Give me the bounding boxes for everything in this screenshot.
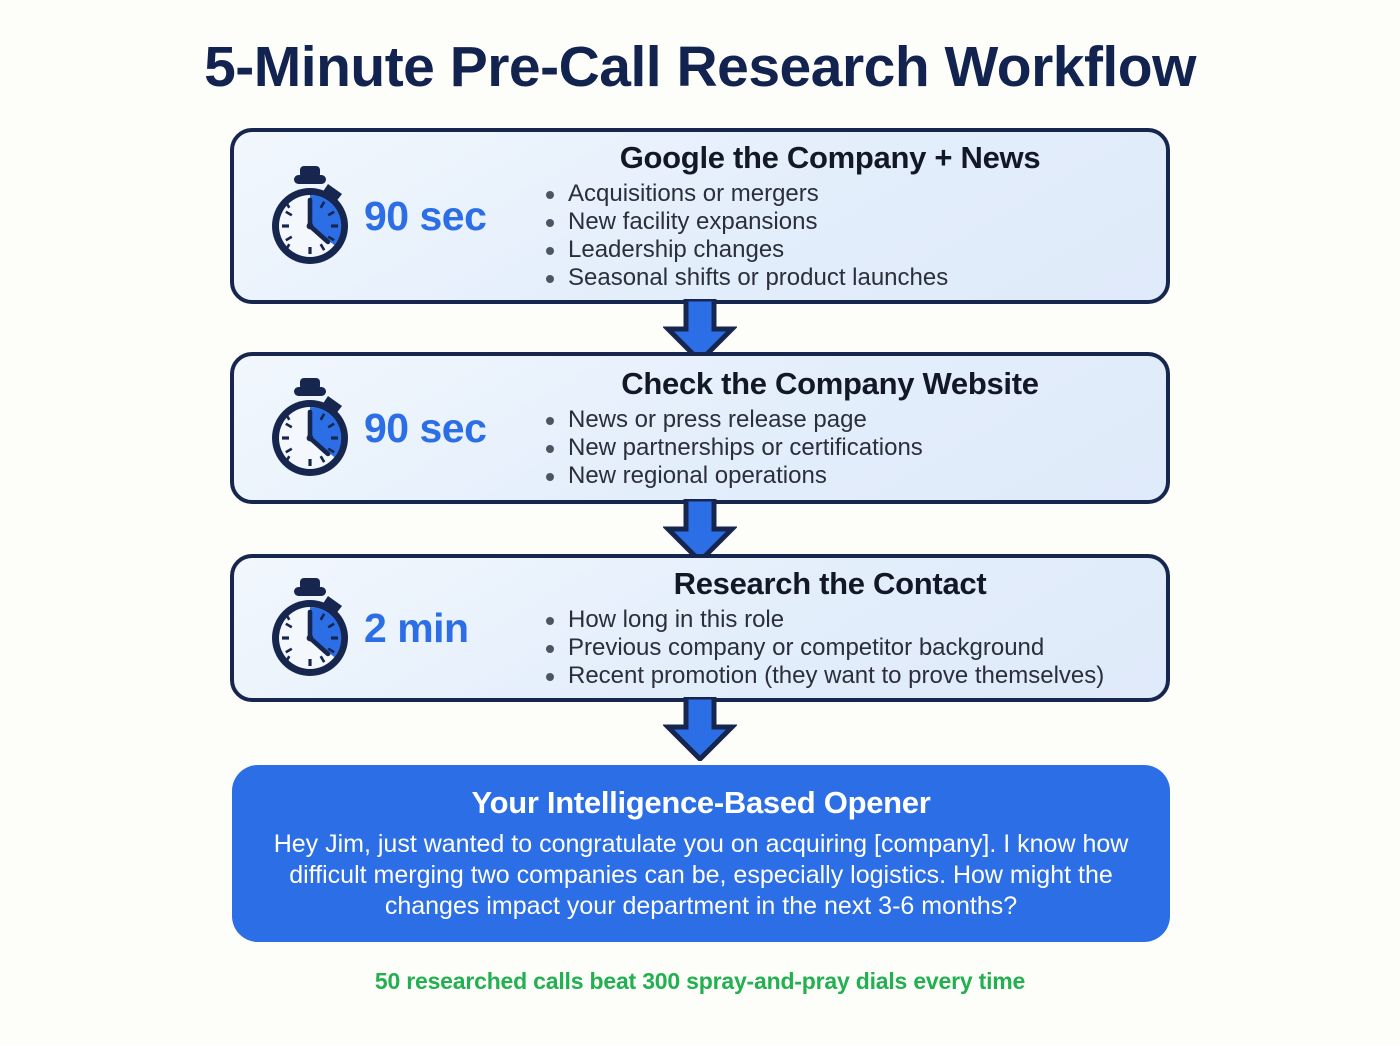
step-1-timer-group: 90 sec xyxy=(248,164,518,268)
step-3-bullet-list: How long in this role Previous company o… xyxy=(518,606,1142,690)
step-3-timer-label: 2 min xyxy=(364,604,469,651)
step-card-3: 2 min Research the Contact How long in t… xyxy=(230,554,1170,702)
page-title: 5-Minute Pre-Call Research Workflow xyxy=(204,35,1196,99)
list-item: How long in this role xyxy=(542,606,1142,634)
stopwatch-icon xyxy=(272,378,348,476)
step-card-2: 90 sec Check the Company Website News or… xyxy=(230,352,1170,504)
step-card-1: 90 sec Google the Company + News Acquisi… xyxy=(230,128,1170,304)
opener-body-text: Hey Jim, just wanted to congratulate you… xyxy=(273,830,1129,920)
list-item: New regional operations xyxy=(542,462,1142,490)
step-3-timer-group: 2 min xyxy=(248,576,518,680)
down-arrow-icon xyxy=(663,697,737,761)
step-1-bullet-list: Acquisitions or mergers New facility exp… xyxy=(518,180,1142,292)
down-arrow-icon xyxy=(663,299,737,363)
step-2-timer-group: 90 sec xyxy=(248,376,518,480)
list-item: Previous company or competitor backgroun… xyxy=(542,634,1142,662)
step-2-heading: Check the Company Website xyxy=(621,366,1039,401)
step-2-bullet-list: News or press release page New partnersh… xyxy=(518,406,1142,490)
list-item: Recent promotion (they want to prove the… xyxy=(542,662,1142,690)
step-1-content: Google the Company + News Acquisitions o… xyxy=(518,140,1152,292)
stopwatch-icon xyxy=(272,166,348,264)
opener-card: Your Intelligence-Based Opener Hey Jim, … xyxy=(232,765,1170,942)
list-item: New partnerships or certifications xyxy=(542,434,1142,462)
footer-tagline: 50 researched calls beat 300 spray-and-p… xyxy=(374,968,1026,994)
list-item: Seasonal shifts or product launches xyxy=(542,264,1142,292)
step-3-heading: Research the Contact xyxy=(673,566,987,601)
step-2-timer-label: 90 sec xyxy=(364,404,487,451)
step-1-timer-label: 90 sec xyxy=(364,192,487,239)
step-3-content: Research the Contact How long in this ro… xyxy=(518,566,1152,690)
down-arrow-icon xyxy=(663,499,737,563)
stopwatch-icon xyxy=(272,578,348,676)
step-2-content: Check the Company Website News or press … xyxy=(518,366,1152,490)
list-item: New facility expansions xyxy=(542,208,1142,236)
list-item: Leadership changes xyxy=(542,236,1142,264)
step-1-heading: Google the Company + News xyxy=(619,140,1041,175)
opener-heading: Your Intelligence-Based Opener xyxy=(471,785,931,820)
list-item: Acquisitions or mergers xyxy=(542,180,1142,208)
list-item: News or press release page xyxy=(542,406,1142,434)
